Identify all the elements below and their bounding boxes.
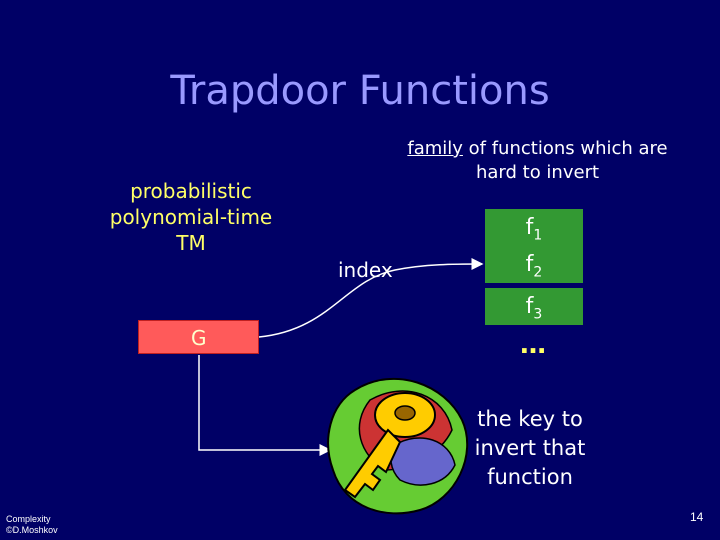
family-description: family of functions which are hard to in…: [395, 137, 680, 185]
key-caption-line-3: function: [487, 465, 573, 489]
function-2-base: f: [525, 252, 534, 277]
generator-line-1: probabilistic: [130, 179, 252, 203]
footer-line-2: ©D.Moshkov: [6, 525, 58, 535]
function-3-base: f: [525, 294, 534, 319]
function-2-sub: 2: [533, 264, 543, 281]
family-word: family: [407, 138, 463, 159]
generator-box: G: [138, 320, 259, 354]
function-box-1: f1: [485, 209, 583, 246]
ellipsis: …: [520, 330, 546, 360]
function-1-base: f: [525, 215, 534, 240]
footer-credit: Complexity ©D.Moshkov: [6, 514, 58, 536]
family-rest-text: of functions which are hard to invert: [462, 138, 668, 183]
page-number: 14: [690, 510, 704, 524]
function-box-2: f2: [485, 246, 583, 283]
footer-line-1: Complexity: [6, 514, 51, 524]
key-arrow: [198, 355, 332, 456]
key-icon: [327, 377, 469, 515]
key-caption-line-1: the key to: [477, 407, 583, 431]
function-3-sub: 3: [533, 306, 543, 323]
generator-description: probabilistic polynomial-time TM: [96, 178, 286, 256]
generator-line-2: polynomial-time: [109, 205, 273, 229]
index-arrow: [258, 258, 484, 338]
generator-line-3: TM: [176, 231, 206, 255]
function-1-sub: 1: [533, 227, 543, 244]
page-title: Trapdoor Functions: [170, 68, 550, 114]
function-box-3: f3: [485, 288, 583, 325]
key-caption: the key to invert that function: [455, 405, 605, 492]
key-caption-line-2: invert that: [474, 436, 586, 460]
index-label: index: [338, 258, 393, 282]
